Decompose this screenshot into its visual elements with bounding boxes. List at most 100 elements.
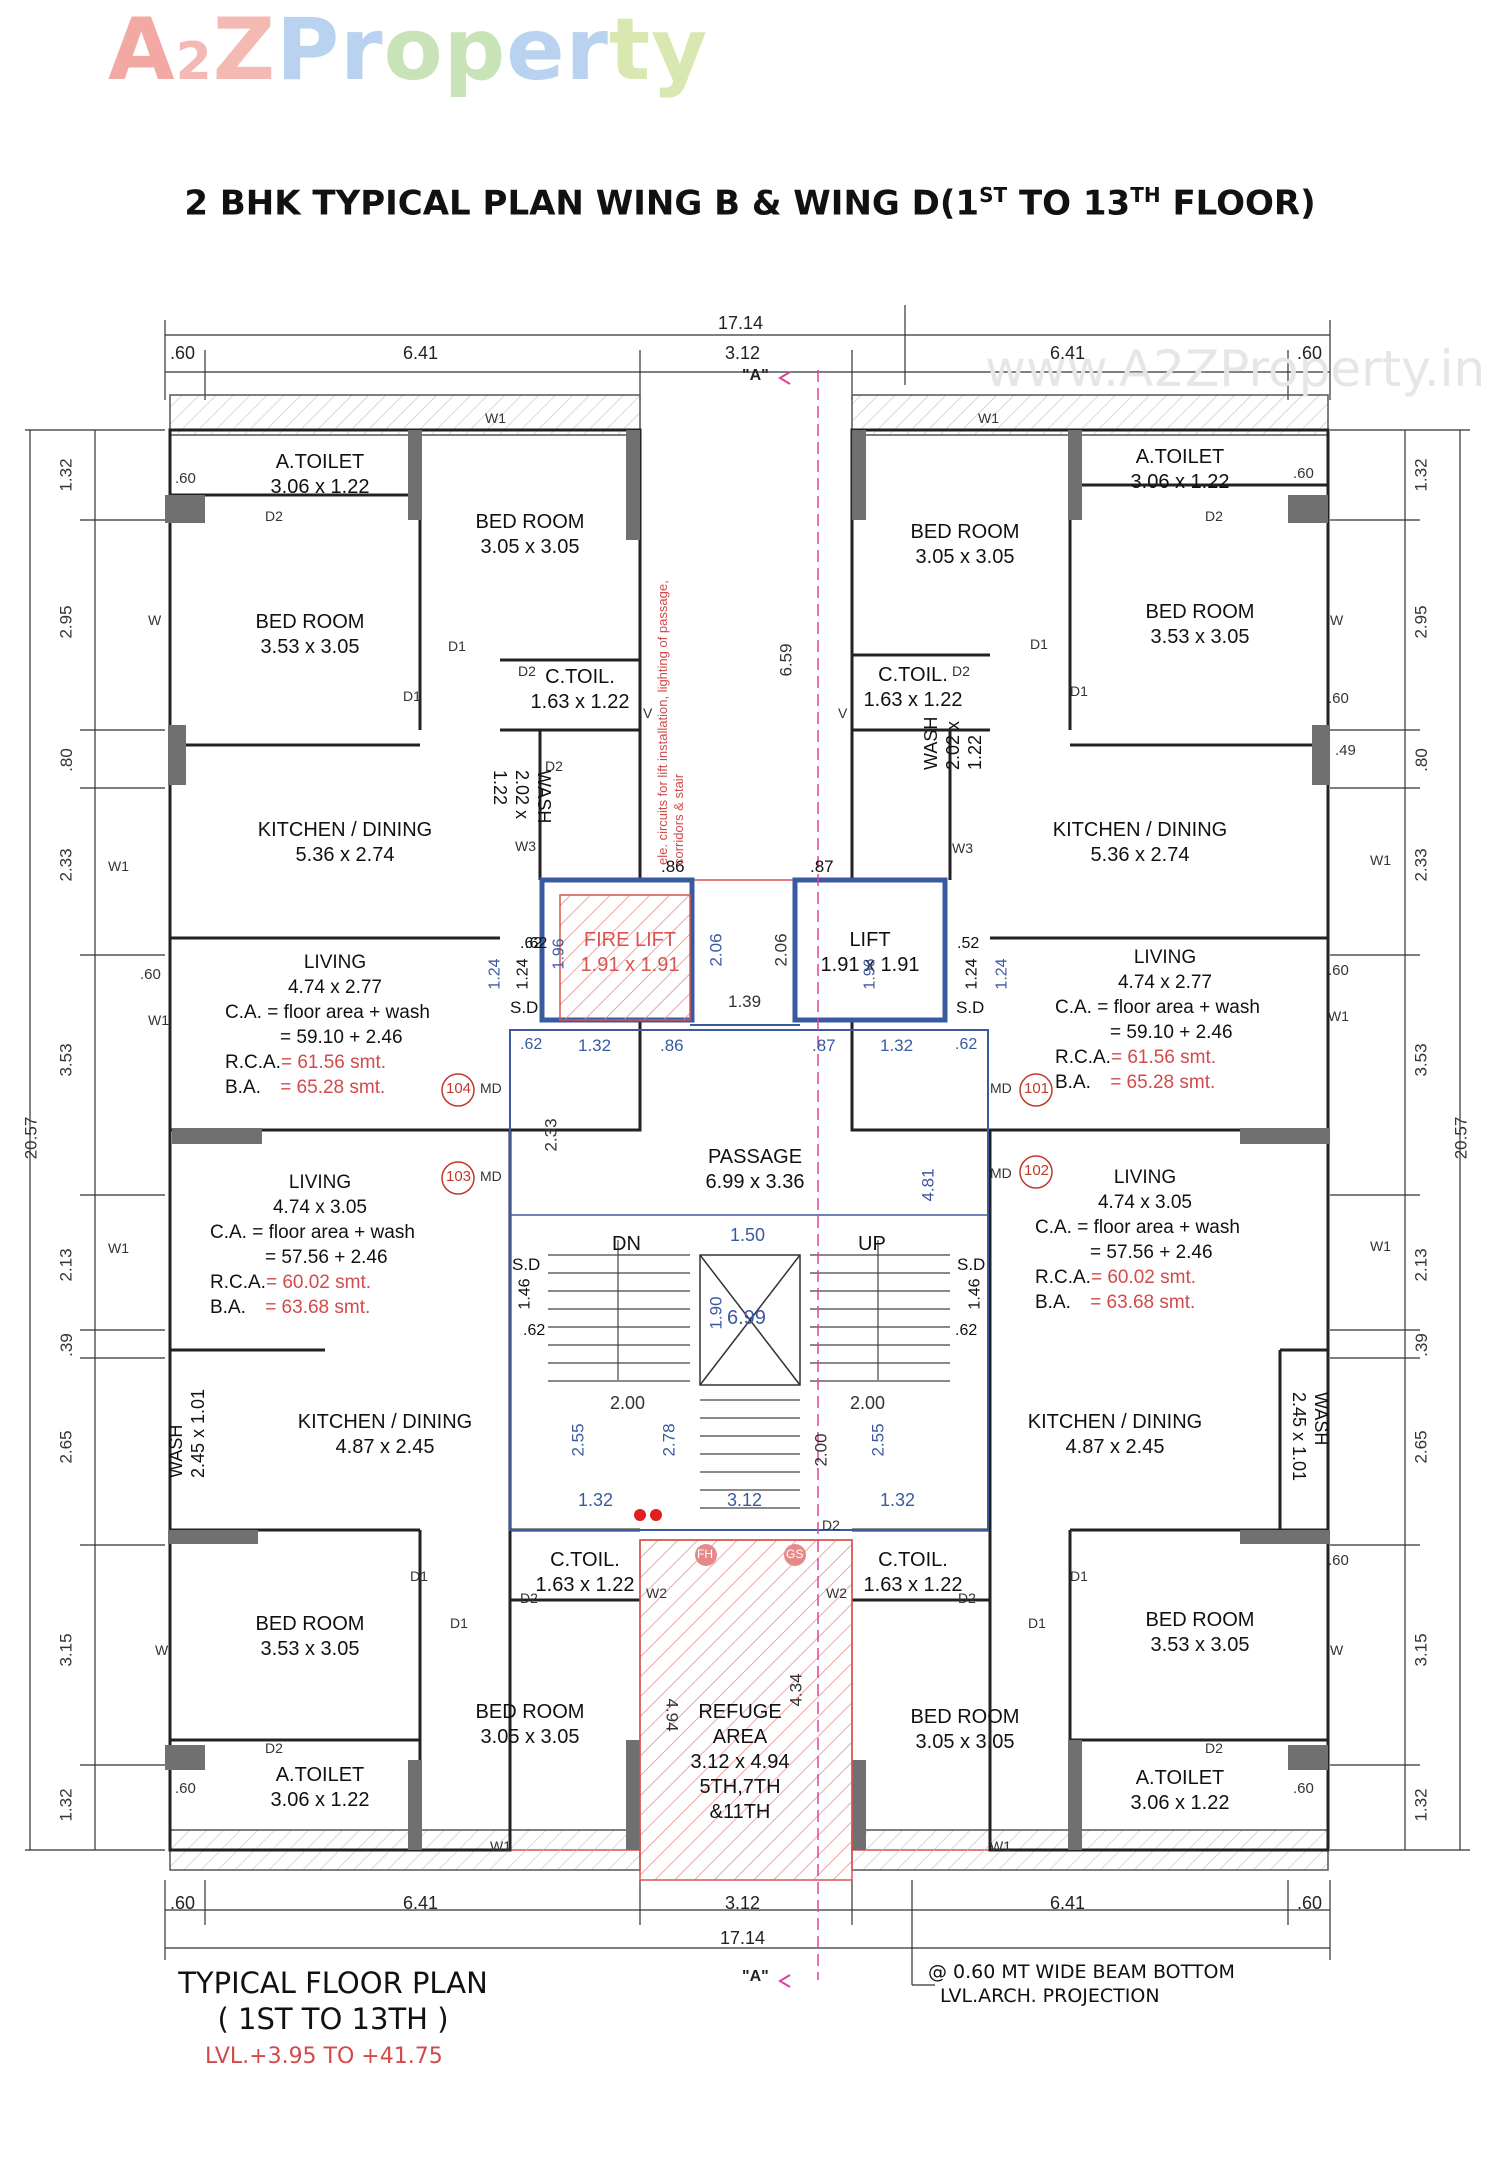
core-dim-200-vert: 2.00 xyxy=(811,1433,831,1467)
section-marker-top: "A" xyxy=(742,367,769,384)
core-dim-62-d: .62 xyxy=(525,935,548,952)
tag-sd-tr: S.D xyxy=(956,998,985,1017)
core-dim-62-e: .62 xyxy=(523,1322,546,1339)
dim-right-10: 1.32 xyxy=(1411,1788,1431,1822)
tag-d1-tr2: D1 xyxy=(1070,683,1088,699)
section-marker-bottom: "A" xyxy=(742,1968,769,1985)
dim-right-9: 3.15 xyxy=(1411,1633,1431,1667)
dim-top-left-641: 6.41 xyxy=(403,343,439,363)
core-dim-124-a: 1.24 xyxy=(486,958,504,990)
core-dim-132-right: 1.32 xyxy=(880,1490,916,1510)
tag-w-tr: W xyxy=(1330,612,1344,628)
dim-bottom-left-641: 6.41 xyxy=(403,1893,439,1913)
electrical-note: ele. circuits for lift installation, lig… xyxy=(655,580,686,865)
core-dim-132-a: 1.32 xyxy=(578,1036,612,1055)
unit-104-area: LIVING 4.74 x 2.77 C.A. = floor area + w… xyxy=(225,952,430,1098)
stair-dn-label: DN xyxy=(612,1233,641,1255)
unit-103-number: 103 xyxy=(446,1168,472,1185)
core-dim-52: .52 xyxy=(957,935,980,952)
tag-w1-br: W1 xyxy=(990,1838,1011,1854)
refuge-area-hatch xyxy=(639,1539,853,1881)
tag-d2-br: D2 xyxy=(958,1590,976,1606)
unit-103-md: MD xyxy=(480,1168,502,1184)
plan-title: 2 BHK TYPICAL PLAN WING B & WING D(1ST T… xyxy=(184,183,1316,224)
dim-left-2: 2.95 xyxy=(56,605,76,639)
tag-d1-tr: D1 xyxy=(1030,636,1048,652)
a2z-property-logo: A2ZProperty xyxy=(108,0,709,100)
tag-c60-tr: .60 xyxy=(1293,465,1314,482)
columns xyxy=(165,430,1330,1850)
unit-102-number: 102 xyxy=(1024,1162,1050,1179)
core-dim-124-c: 1.24 xyxy=(963,958,981,990)
fh-circle xyxy=(695,1544,717,1566)
tag-d2-core: D2 xyxy=(822,1517,840,1533)
tag-w1-left3: W1 xyxy=(108,1240,129,1256)
unit-102-area: LIVING 4.74 x 3.05 C.A. = floor area + w… xyxy=(1035,1167,1240,1313)
tag-d1-tl: D1 xyxy=(448,638,466,654)
tag-w-tl: W xyxy=(148,612,162,628)
dim-left-4: 2.33 xyxy=(56,848,76,882)
left-dimension-lines xyxy=(25,429,165,1851)
stair-well-height-dim: 1.90 xyxy=(706,1296,726,1330)
refuge-dim-434: 4.34 xyxy=(786,1673,806,1707)
tag-sd-mr: S.D xyxy=(957,1255,986,1274)
core-dim-206-left: 2.06 xyxy=(706,933,726,967)
stair-well-dim: 6.99 xyxy=(727,1307,766,1329)
dim-right-1: 1.32 xyxy=(1411,458,1431,492)
stair-width-dim: 1.50 xyxy=(730,1225,766,1245)
room-ctoil-br: C.TOIL.1.63 x 1.22 xyxy=(863,1549,963,1596)
tag-w1-right: W1 xyxy=(1370,852,1391,868)
tag-d2-tr2: D2 xyxy=(952,663,970,679)
tag-w1-tr: W1 xyxy=(978,410,999,426)
tag-d2-br2: D2 xyxy=(1205,1740,1223,1756)
dim-bottom-right-641: 6.41 xyxy=(1050,1893,1086,1913)
stair-core xyxy=(509,1029,989,1531)
core-dim-659: 6.59 xyxy=(776,643,796,677)
dim-left-1: 1.32 xyxy=(56,458,76,492)
tag-c60-tl: .60 xyxy=(175,470,196,487)
lift-core xyxy=(539,877,948,1026)
flat-number-circles xyxy=(441,1073,1053,1195)
right-dimension-lines xyxy=(1330,429,1470,1851)
tag-w3-tl: W3 xyxy=(515,838,536,854)
tag-w2-br: W2 xyxy=(826,1585,847,1601)
core-dim-481: 4.81 xyxy=(918,1168,938,1202)
tag-d2-tl2: D2 xyxy=(518,663,536,679)
unit-101-number: 101 xyxy=(1024,1080,1050,1097)
core-dim-124-b: 1.24 xyxy=(514,958,532,990)
tag-fh: FH xyxy=(697,1547,713,1561)
core-dim-86-top: .86 xyxy=(661,857,685,876)
tag-sd-tl: S.D xyxy=(510,998,539,1017)
core-dim-139: 1.39 xyxy=(728,992,762,1011)
tag-d1-bl: D1 xyxy=(410,1568,428,1584)
dim-top-right-60: .60 xyxy=(1297,343,1323,363)
stair-up-label: UP xyxy=(858,1233,886,1255)
core-dim-86-b: .86 xyxy=(660,1036,684,1055)
core-dim-146-right: 1.46 xyxy=(966,1278,984,1310)
core-dim-255-left: 2.55 xyxy=(568,1423,588,1457)
tag-w1-left: W1 xyxy=(108,858,129,874)
floor-plan-caption: TYPICAL FLOOR PLAN ( 1ST TO 13TH ) xyxy=(178,1966,488,2036)
tag-d2-bl2: D2 xyxy=(265,1740,283,1756)
balcony-top-left xyxy=(169,394,641,436)
dim-left-5: 3.53 xyxy=(56,1043,76,1077)
tag-gs: GS xyxy=(786,1547,804,1561)
tag-c60-r1: .60 xyxy=(1328,690,1349,707)
tag-d2-tl3: D2 xyxy=(545,758,563,774)
dim-top-core: 3.12 xyxy=(725,343,761,363)
core-dim-87-b: .87 xyxy=(812,1036,836,1055)
tag-c49: .49 xyxy=(1335,742,1356,759)
unit-104-number: 104 xyxy=(446,1080,472,1097)
tag-d2-bl: D2 xyxy=(520,1590,538,1606)
tag-w1-left2: W1 xyxy=(148,1012,169,1028)
